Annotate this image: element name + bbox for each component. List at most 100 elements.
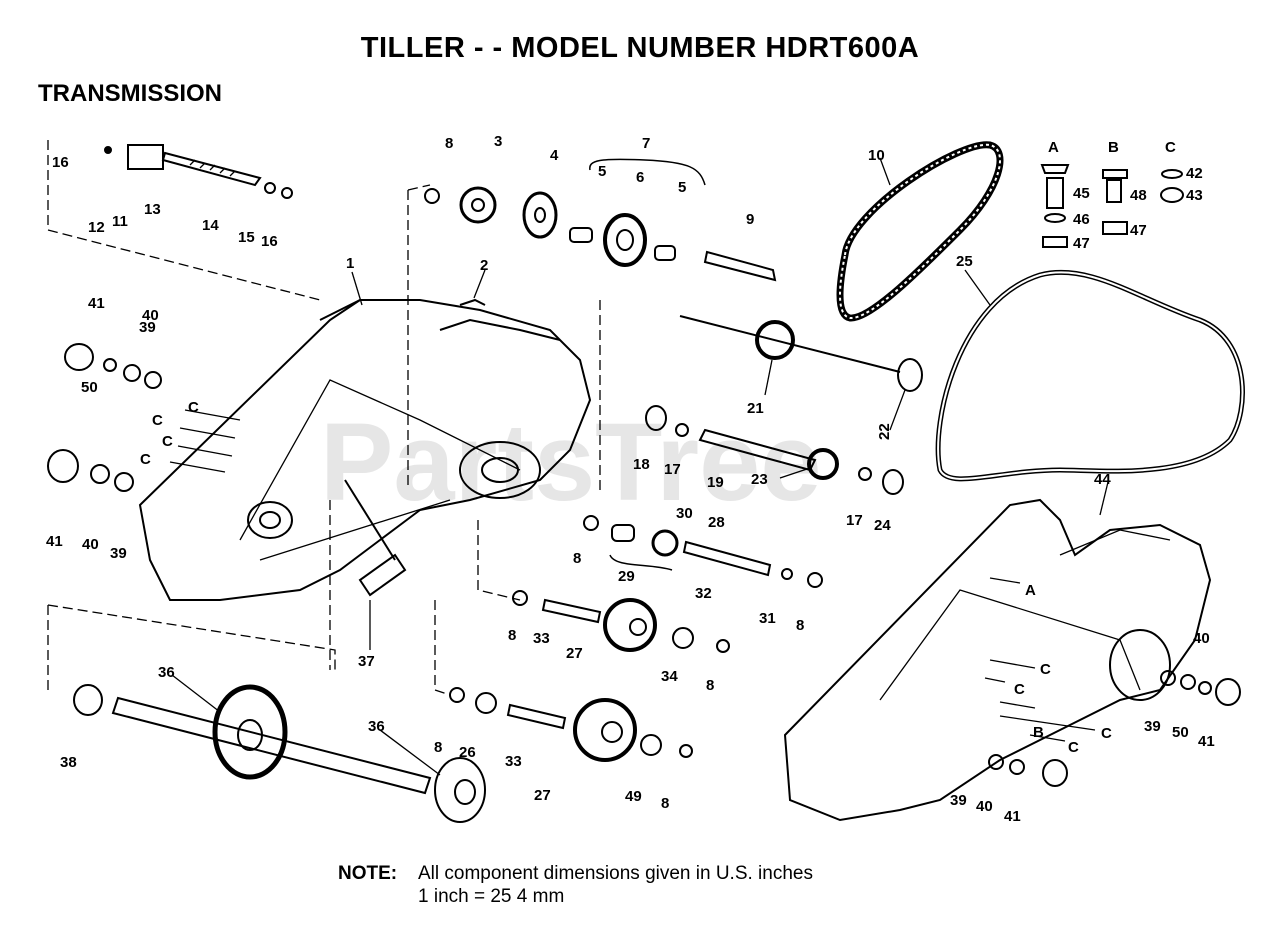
callout-39b: 39 — [110, 545, 127, 562]
callout-13: 13 — [144, 201, 161, 218]
axle-bearing-36 — [434, 757, 486, 823]
drive-chain — [836, 141, 1004, 322]
callout-3: 3 — [494, 133, 502, 150]
callout-28: 28 — [708, 514, 725, 531]
callout-12: 12 — [88, 219, 105, 236]
section-title: TRANSMISSION — [38, 80, 223, 107]
washer-8a — [424, 188, 440, 204]
gear-4 — [522, 191, 558, 239]
callout-33b: 33 — [505, 753, 522, 770]
callout-40d: 40 — [976, 798, 993, 815]
axle-36 — [111, 696, 432, 795]
callout-8f: 8 — [434, 739, 442, 756]
callout-39d: 39 — [950, 792, 967, 809]
callout-19: 19 — [707, 474, 724, 491]
callout-40c: 40 — [1193, 630, 1210, 647]
callout-14: 14 — [202, 217, 219, 234]
callout-27b: 27 — [534, 787, 551, 804]
callout-5a: 5 — [598, 163, 606, 180]
bolt-a-head — [1040, 164, 1070, 174]
callout-40a: 40 — [142, 307, 159, 324]
arrow-label-c5: C — [1040, 661, 1051, 678]
callout-29: 29 — [618, 568, 635, 585]
callout-42: 42 — [1186, 165, 1203, 182]
bearing-49 — [640, 734, 662, 756]
callout-15: 15 — [238, 229, 255, 246]
callout-24: 24 — [874, 517, 891, 534]
shaft-9 — [703, 250, 777, 282]
callout-4: 4 — [550, 147, 559, 164]
callout-36b: 36 — [368, 718, 385, 735]
worm-shaft — [161, 151, 262, 187]
callout-27a: 27 — [566, 645, 583, 662]
callout-9: 9 — [746, 211, 754, 228]
worm-shaft-housing — [127, 144, 164, 170]
bushing-5a — [569, 227, 593, 243]
bearing-41c — [1215, 678, 1241, 706]
gear-27b — [573, 698, 637, 762]
arrow-label-a: A — [1025, 582, 1036, 599]
dimension-note: NOTE: All component dimensions given in U… — [338, 862, 813, 908]
callout-50a: 50 — [81, 379, 98, 396]
shaft-33a — [541, 598, 602, 624]
callout-39c: 39 — [1144, 718, 1161, 735]
gear-case-axle-bore — [247, 501, 293, 539]
callout-37: 37 — [358, 653, 375, 670]
nut-c — [1160, 187, 1184, 203]
lever-37 — [358, 553, 407, 597]
callout-41b: 41 — [46, 533, 63, 550]
gear-case-right-half — [783, 498, 1212, 822]
callout-47a: 47 — [1073, 235, 1090, 252]
bearing-18 — [645, 405, 667, 431]
shaft-21 — [679, 315, 901, 373]
gear-case-bore — [459, 441, 541, 499]
callout-11: 11 — [112, 213, 128, 230]
axle-gear-36 — [212, 684, 288, 780]
callout-18: 18 — [633, 456, 650, 473]
callout-8d: 8 — [508, 627, 516, 644]
shaft-33b — [506, 703, 567, 730]
gear-6 — [603, 213, 647, 267]
callout-39a: 39 — [139, 319, 156, 336]
callout-47b: 47 — [1130, 222, 1147, 239]
callout-1: 1 — [346, 255, 354, 272]
callout-8c: 8 — [796, 617, 804, 634]
callout-31: 31 — [759, 610, 776, 627]
callout-30: 30 — [676, 505, 693, 522]
callout-41d: 41 — [1004, 808, 1021, 825]
callout-25: 25 — [956, 253, 973, 270]
bearing-24 — [882, 469, 904, 495]
callout-8e: 8 — [706, 677, 714, 694]
arrow-label-c2: C — [152, 412, 163, 429]
callout-40b: 40 — [82, 536, 99, 553]
callout-10: 10 — [868, 147, 885, 164]
arrow-label-c6: C — [1014, 681, 1025, 698]
callout-32: 32 — [695, 585, 712, 602]
callout-2: 2 — [480, 257, 488, 274]
legend-a-label: A — [1048, 139, 1059, 156]
note-line-1: All component dimensions given in U.S. i… — [418, 863, 813, 884]
bolt-b-head — [1102, 169, 1128, 179]
diagram-title: TILLER - - MODEL NUMBER HDRT600A — [360, 32, 920, 64]
gear-27a — [603, 598, 657, 652]
bearing-30 — [611, 524, 635, 542]
callout-50b: 50 — [1172, 724, 1189, 741]
bushing-5b — [654, 245, 676, 261]
callout-17a: 17 — [664, 461, 681, 478]
callout-22: 22 — [876, 423, 893, 440]
callout-8a: 8 — [445, 135, 453, 152]
note-label: NOTE: — [338, 863, 398, 884]
callout-21: 21 — [747, 400, 764, 417]
bearing-41b — [47, 449, 79, 483]
arrow-label-c1: C — [188, 399, 199, 416]
watermark: PartsTree — [320, 401, 821, 524]
arrow-label-b: B — [1033, 724, 1044, 741]
callout-numbers: 1 2 3 4 5 5 6 7 8 8 8 8 8 8 8 9 10 11 12… — [46, 133, 1215, 825]
guide-lines — [47, 140, 601, 696]
bearing-41a — [64, 343, 94, 371]
callout-16a: 16 — [52, 154, 69, 171]
callout-33a: 33 — [533, 630, 550, 647]
arrow-label-c3: C — [162, 433, 173, 450]
callout-7: 7 — [642, 135, 650, 152]
